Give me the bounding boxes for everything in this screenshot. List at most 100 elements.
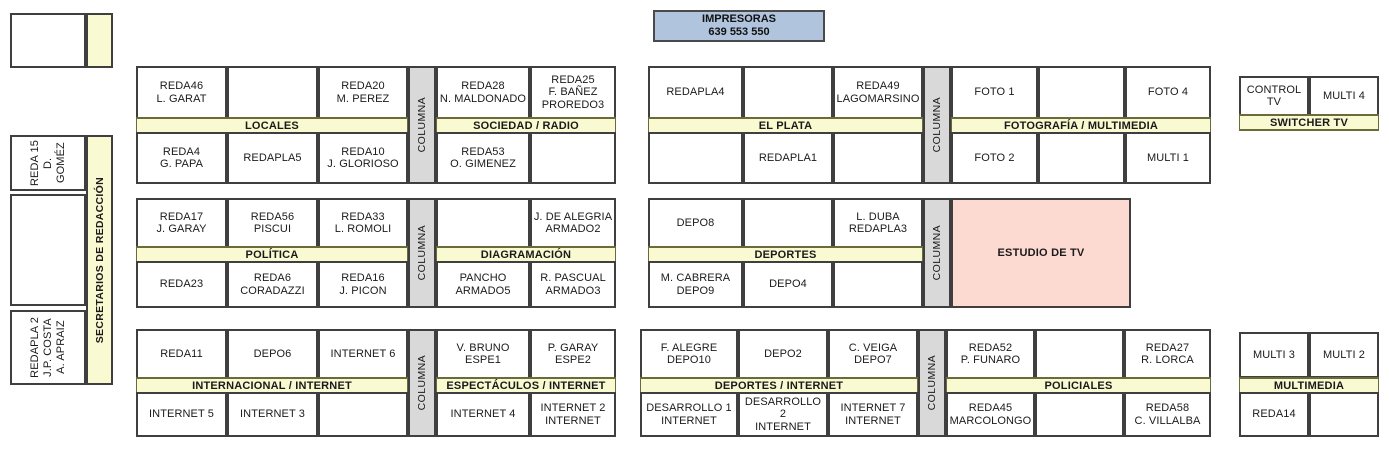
desk-multi1[interactable]: MULTI 1	[1125, 132, 1211, 184]
desk-multi4[interactable]: MULTI 4	[1309, 76, 1379, 116]
desk-policiales-top-2[interactable]	[1035, 329, 1124, 379]
desk-foto-top-2[interactable]	[1038, 66, 1125, 119]
desk-reda6[interactable]: REDA6 CORADAZZI	[227, 261, 318, 308]
desk-reda11[interactable]: REDA11	[136, 329, 227, 379]
desk-multi3[interactable]: MULTI 3	[1239, 332, 1309, 378]
sidebar-cell-empty[interactable]	[10, 194, 86, 306]
desk-reda58[interactable]: REDA58 C. VILLALBA	[1124, 392, 1211, 437]
desk-depo8[interactable]: DEPO8	[648, 198, 743, 248]
desk-reda28-label: REDA28 N. MALDONADO	[439, 80, 527, 105]
desk-reda16[interactable]: REDA16 J. PICON	[318, 261, 408, 308]
desk-cabrera-depo9[interactable]: M. CABRERA DEPO9	[648, 261, 743, 308]
desk-alegria-armado2[interactable]: J. DE ALEGRIA ARMADO2	[530, 198, 616, 248]
desk-elplata-bottom-3[interactable]	[833, 132, 923, 184]
desk-internacional-bottom-3[interactable]	[318, 392, 408, 437]
desk-foto1[interactable]: FOTO 1	[951, 66, 1038, 119]
columna-row3-right-label: COLUMNA	[926, 355, 938, 411]
desk-redapla5[interactable]: REDAPLA5	[227, 132, 318, 184]
desk-deportes-bottom-3[interactable]	[833, 261, 923, 308]
columna-row3-left-label: COLUMNA	[416, 355, 428, 411]
desk-reda23[interactable]: REDA23	[136, 261, 227, 308]
desk-depo6[interactable]: DEPO6	[227, 329, 318, 379]
desk-veiga-depo7[interactable]: C. VEIGA DEPO7	[828, 329, 918, 379]
desk-internet2-label: INTERNET 2 INTERNET	[540, 402, 606, 427]
desk-sociedad-bottom-2[interactable]	[530, 132, 616, 184]
desk-internet3[interactable]: INTERNET 3	[227, 392, 318, 437]
desk-foto4-label: FOTO 4	[1147, 86, 1189, 99]
desk-foto-bottom-2[interactable]	[1038, 132, 1125, 184]
desk-diagramacion-top-1[interactable]	[436, 198, 530, 248]
desk-internet2[interactable]: INTERNET 2 INTERNET	[530, 392, 616, 437]
desk-reda49[interactable]: REDA49 LAGOMARSINO	[833, 66, 923, 119]
desk-depo2[interactable]: DEPO2	[738, 329, 828, 379]
desk-redapla4[interactable]: REDAPLA4	[648, 66, 743, 119]
desk-reda25[interactable]: REDA25 F. BAÑEZ PROREDO3	[530, 66, 616, 119]
desk-foto2[interactable]: FOTO 2	[951, 132, 1038, 184]
columna-row3-left: COLUMNA	[408, 329, 436, 437]
band-fotografia-multimedia-label: FOTOGRAFÍA / MULTIMEDIA	[1003, 119, 1159, 132]
band-espectaculos-internet-label: ESPECTÁCULOS / INTERNET	[446, 379, 606, 392]
desk-internet4[interactable]: INTERNET 4	[436, 392, 530, 437]
desk-depo4[interactable]: DEPO4	[743, 261, 833, 308]
columna-row1-left-label: COLUMNA	[416, 97, 428, 153]
desk-reda27[interactable]: REDA27 R. LORCA	[1124, 329, 1211, 379]
desk-multimedia-bottom-2[interactable]	[1309, 392, 1379, 437]
desk-pascual-armado3[interactable]: R. PASCUAL ARMADO3	[530, 261, 616, 308]
band-policiales-label: POLICIALES	[1044, 379, 1113, 392]
desk-reda46[interactable]: REDA46 L. GARAT	[136, 66, 227, 119]
band-diagramacion-label: DIAGRAMACIÓN	[480, 248, 572, 261]
desk-multi3-label: MULTI 3	[1252, 348, 1296, 361]
desk-redapla5-label: REDAPLA5	[243, 151, 302, 164]
desk-internet6-label: INTERNET 6	[330, 347, 396, 360]
room-estudio-de-tv-label: ESTUDIO DE TV	[997, 247, 1085, 259]
desk-deportes-top-2[interactable]	[743, 198, 833, 248]
desk-pancho-armado5[interactable]: PANCHO ARMADO5	[436, 261, 530, 308]
columna-row2-right: COLUMNA	[923, 198, 951, 308]
desk-pancho-armado5-label: PANCHO ARMADO5	[455, 272, 511, 297]
desk-garay-espe2[interactable]: P. GARAY ESPE2	[530, 329, 616, 379]
desk-reda46-label: REDA46 L. GARAT	[156, 80, 207, 105]
desk-internet6[interactable]: INTERNET 6	[318, 329, 408, 379]
desk-alegre-depo10[interactable]: F. ALEGRE DEPO10	[640, 329, 738, 379]
desk-locales-top-2[interactable]	[227, 66, 318, 119]
printers-numbers: 639 553 550	[708, 26, 770, 38]
desk-internet5[interactable]: INTERNET 5	[136, 392, 227, 437]
desk-redapla1[interactable]: REDAPLA1	[743, 132, 833, 184]
desk-reda14[interactable]: REDA14	[1239, 392, 1309, 437]
desk-reda17[interactable]: REDA17 J. GARAY	[136, 198, 227, 248]
desk-elplata-bottom-1[interactable]	[648, 132, 743, 184]
desk-reda52-label: REDA52 P. FUNARO	[960, 341, 1021, 367]
desk-multi2[interactable]: MULTI 2	[1309, 332, 1379, 378]
band-locales-label: LOCALES	[245, 119, 299, 132]
desk-reda45[interactable]: REDA45 MARCOLONGO	[946, 392, 1035, 437]
desk-reda52[interactable]: REDA52 P. FUNARO	[946, 329, 1035, 379]
sidebar-top-empty-cell[interactable]	[10, 13, 86, 68]
printers-header[interactable]: IMPRESORAS 639 553 550	[653, 10, 825, 42]
desk-reda28[interactable]: REDA28 N. MALDONADO	[436, 66, 530, 119]
columna-row2-right-label: COLUMNA	[931, 225, 943, 281]
sidebar-cell-redapla2[interactable]: REDAPLA 2 J.P. COSTA A. APRAIZ	[10, 310, 86, 385]
desk-reda11-label: REDA11	[160, 347, 203, 360]
desk-reda53[interactable]: REDA53 O. GIMENEZ	[436, 132, 530, 184]
desk-policiales-bottom-2[interactable]	[1035, 392, 1124, 437]
desk-reda20[interactable]: REDA20 M. PEREZ	[318, 66, 408, 119]
desk-duba-redapla3-label: L. DUBA REDAPLA3	[848, 210, 908, 236]
desk-reda4[interactable]: REDA4 G. PAPA	[136, 132, 227, 184]
desk-reda10[interactable]: REDA10 J. GLORIOSO	[318, 132, 408, 184]
room-estudio-de-tv[interactable]: ESTUDIO DE TV	[951, 198, 1131, 308]
sidebar-cell-reda15[interactable]: REDA 15 D. GOMÉZ	[10, 135, 86, 191]
desk-desarrollo1[interactable]: DESARROLLO 1 INTERNET	[640, 392, 738, 437]
desk-elplata-top-2[interactable]	[743, 66, 833, 119]
desk-reda33[interactable]: REDA33 L. ROMOLI	[318, 198, 408, 248]
desk-bruno-espe1[interactable]: V. BRUNO ESPE1	[436, 329, 530, 379]
desk-internet7[interactable]: INTERNET 7 INTERNET	[828, 392, 918, 437]
desk-depo6-label: DEPO6	[253, 347, 292, 360]
desk-duba-redapla3[interactable]: L. DUBA REDAPLA3	[833, 198, 923, 248]
desk-foto4[interactable]: FOTO 4	[1125, 66, 1211, 119]
desk-reda56[interactable]: REDA56 PISCUI	[227, 198, 318, 248]
desk-reda45-label: REDA45 MARCOLONGO	[949, 402, 1032, 427]
desk-desarrollo2[interactable]: DESARROLLO 2 INTERNET	[738, 392, 828, 437]
desk-control-tv[interactable]: CONTROL TV	[1239, 76, 1309, 116]
desk-internet7-label: INTERNET 7 INTERNET	[840, 402, 906, 427]
